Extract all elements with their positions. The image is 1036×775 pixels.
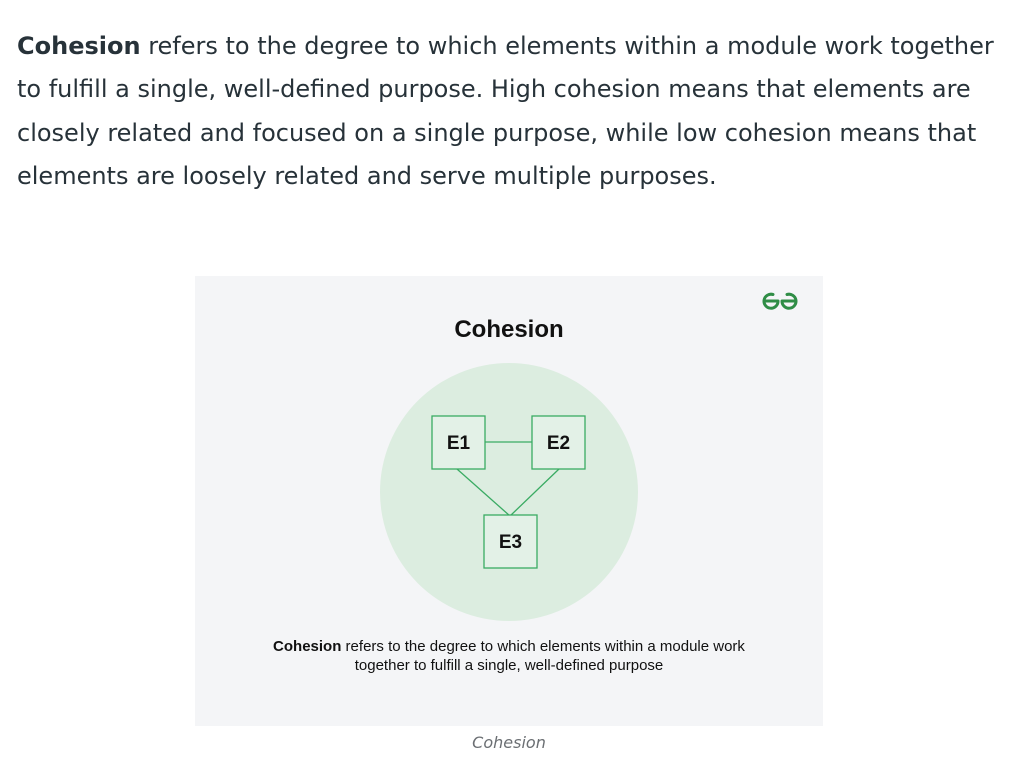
node-e3-label: E3 [499,532,522,553]
image-caption: Cohesion [472,733,546,752]
connector-e2-e3 [509,468,560,517]
node-e1: E1 [431,415,486,470]
node-e2-label: E2 [547,433,570,454]
figure-caption-term: Cohesion [273,638,342,655]
intro-paragraph: Cohesion refers to the degree to which e… [17,25,1022,199]
node-e3: E3 [483,514,538,569]
node-e2: E2 [531,415,586,470]
figure-caption-text: refers to the degree to which elements w… [341,638,745,674]
module-circle [380,363,638,621]
cohesion-diagram: E1 E2 E3 [380,363,638,621]
intro-term: Cohesion [17,32,141,60]
cohesion-figure: E1 E2 E3 Cohesion Cohesion refers to the… [195,276,823,726]
intro-text: refers to the degree to which elements w… [17,32,994,191]
figure-caption: Cohesion refers to the degree to which e… [255,637,763,675]
node-e1-label: E1 [447,433,471,454]
figure-title: Cohesion [454,316,564,343]
gfg-logo-icon [762,292,798,310]
connector-e1-e3 [456,468,511,517]
